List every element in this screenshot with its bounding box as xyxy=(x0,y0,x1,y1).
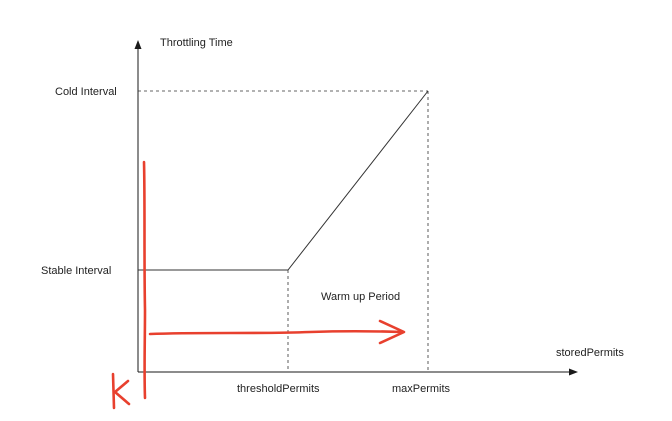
max-permits-label: maxPermits xyxy=(392,383,451,395)
x-axis-arrow-icon xyxy=(569,368,578,376)
handwritten-arrow xyxy=(148,329,404,336)
handwritten-arrowhead xyxy=(378,319,406,345)
throttling-curve xyxy=(138,90,429,271)
threshold-permits-label: thresholdPermits xyxy=(237,383,320,395)
stable-interval-label: Stable Interval xyxy=(41,265,111,277)
y-axis-label: Throttling Time xyxy=(160,37,233,49)
x-axis-label: storedPermits xyxy=(556,347,624,359)
y-axis-arrow-icon xyxy=(134,40,142,49)
handwritten-vertical-stroke xyxy=(142,160,147,400)
warm-up-period-label: Warm up Period xyxy=(321,291,400,303)
cold-interval-label: Cold Interval xyxy=(55,86,117,98)
handwritten-k-letter xyxy=(111,372,131,410)
